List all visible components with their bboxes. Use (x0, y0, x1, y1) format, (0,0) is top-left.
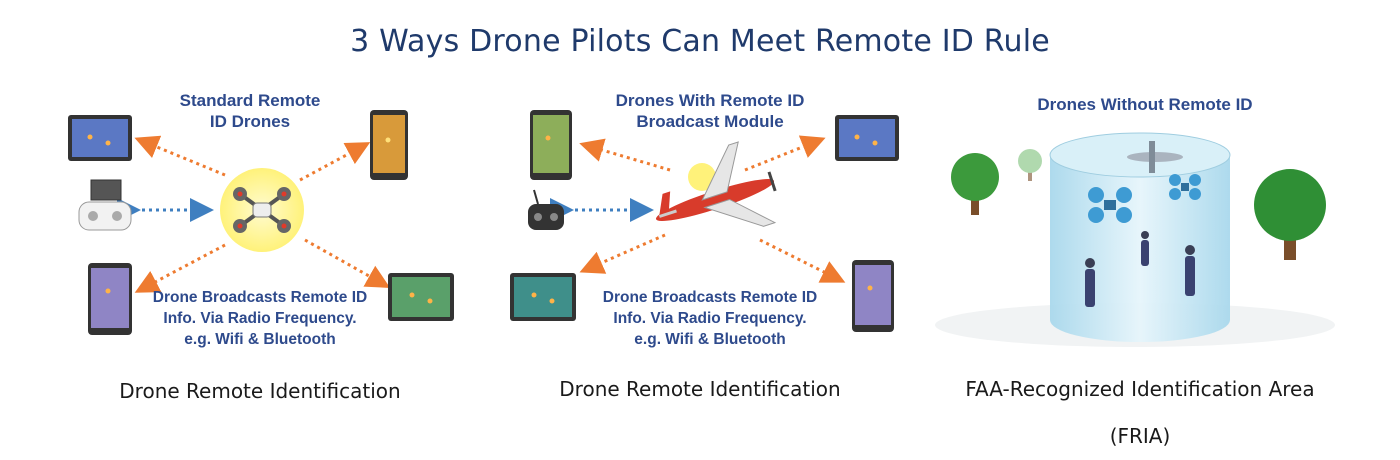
broadcast-note: Drone Broadcasts Remote ID Info. Via Rad… (152, 289, 368, 348)
panel-fria: Drones Without Remote ID (935, 85, 1345, 365)
tree-icon (951, 153, 999, 215)
phone-icon (530, 110, 572, 180)
phone-icon (88, 263, 132, 335)
quadcopter-icon (233, 187, 291, 233)
signal-arrows (579, 135, 846, 283)
airplane-icon (1127, 141, 1183, 173)
signal-arrows (134, 135, 391, 293)
phone-icon (852, 260, 894, 332)
quadcopter-icon (1088, 187, 1132, 223)
tablet-icon (68, 115, 132, 161)
tree-icon (1254, 169, 1326, 260)
panel-standard-remote-id: Standard Remote ID Drones Drone Broadcas… (40, 85, 480, 365)
controller-icon (78, 179, 132, 231)
panel-heading: Drones With Remote ID Broadcast Module (615, 91, 805, 131)
broadcast-glow (688, 163, 716, 191)
phone-icon (370, 110, 408, 180)
panel-broadcast-module: Drones With Remote ID Broadcast Module D… (490, 85, 930, 365)
caption-fria: FAA-Recognized Identification Area (965, 377, 1315, 401)
tablet-icon (835, 115, 899, 161)
broadcast-module-diagram (510, 110, 899, 332)
fria-diagram (935, 132, 1335, 347)
controller-icon (528, 189, 564, 230)
cylinder-area-icon (1049, 132, 1231, 342)
quadcopter-icon (1169, 174, 1201, 200)
caption-remote-identification: Drone Remote Identification (559, 377, 841, 401)
panel-heading: Drones Without Remote ID (1037, 95, 1253, 114)
caption-fria-abbrev: (FRIA) (1109, 424, 1171, 448)
pilot-icon (1141, 231, 1149, 266)
tablet-icon (510, 273, 576, 321)
page-title: 3 Ways Drone Pilots Can Meet Remote ID R… (350, 24, 1050, 59)
standard-remote-id-diagram (68, 110, 454, 335)
panel-heading: Standard Remote ID Drones (179, 91, 321, 131)
caption-remote-identification: Drone Remote Identification (119, 379, 401, 403)
tablet-icon (388, 273, 454, 321)
airplane-icon (655, 141, 777, 227)
tree-icon (1018, 149, 1042, 181)
broadcast-note: Drone Broadcasts Remote ID Info. Via Rad… (602, 289, 818, 348)
pilot-icon (1185, 245, 1195, 296)
pilot-icon (1085, 258, 1095, 307)
